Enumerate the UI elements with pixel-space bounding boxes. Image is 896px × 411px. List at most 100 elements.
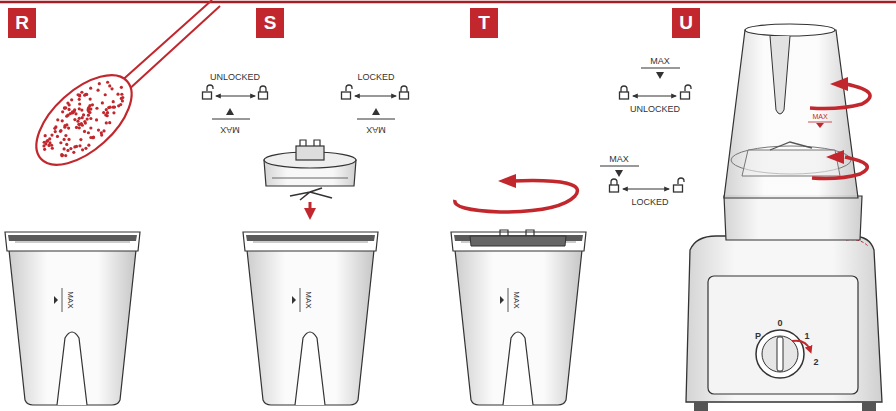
coffee-ground [76, 120, 79, 123]
coffee-ground [81, 148, 84, 151]
coffee-ground [72, 151, 75, 154]
coffee-ground [80, 122, 83, 125]
coffee-ground [54, 130, 57, 133]
coffee-ground [89, 126, 92, 129]
coffee-ground [61, 119, 64, 122]
lock-indicator [600, 166, 639, 167]
marking-text: MAX [812, 113, 827, 120]
coffee-ground [120, 93, 123, 96]
lock-indicator [357, 119, 395, 120]
coffee-ground [81, 116, 84, 119]
coffee-ground [92, 136, 95, 139]
coffee-ground [87, 131, 90, 134]
blender-jar [724, 196, 862, 240]
blender-jar [770, 36, 790, 114]
coffee-ground [59, 130, 62, 133]
lock-indicator [216, 95, 255, 96]
lock-indicator [656, 72, 664, 79]
coffee-ground [83, 120, 86, 123]
coffee-ground [98, 82, 101, 85]
coffee-ground [88, 111, 91, 114]
coffee-grounds [42, 81, 124, 158]
coffee-ground [67, 138, 70, 141]
blender-jar [724, 30, 858, 198]
step-badge: U [672, 8, 700, 38]
blender-jar [826, 150, 844, 164]
coffee-ground [75, 126, 78, 129]
blender-jar [770, 142, 812, 150]
lock-indicator [400, 86, 409, 99]
lock-indicator [681, 85, 692, 99]
blender-base [792, 341, 810, 350]
arrow-head [498, 174, 516, 188]
coffee-ground [68, 103, 71, 106]
coffee-ground [91, 136, 94, 139]
step-letter: U [679, 12, 693, 34]
grinder-jar [451, 232, 586, 405]
lock-indicator [355, 95, 396, 96]
blender-jar [724, 24, 870, 240]
lock-indicator [623, 188, 669, 189]
spoon [21, 59, 147, 181]
coffee-ground [78, 98, 81, 101]
coffee-ground [86, 117, 89, 120]
coffee-ground [88, 104, 91, 107]
lock-indicator [600, 166, 684, 192]
lock-indicator [372, 108, 380, 115]
coffee-ground [101, 101, 104, 104]
blade-unit [272, 178, 348, 179]
blender-base [694, 402, 708, 411]
marking-text: MAX [304, 291, 312, 308]
coffee-ground [95, 107, 98, 110]
lock-indicator [674, 178, 685, 192]
coffee-ground [89, 117, 92, 120]
coffee-ground [80, 91, 83, 94]
marking-text: MAX [220, 125, 240, 134]
coffee-ground [71, 111, 74, 114]
coffee-ground [69, 147, 72, 150]
marking-text: UNLOCKED [630, 105, 680, 114]
lock-indicator [633, 95, 676, 96]
dial-setting: 1 [804, 332, 809, 341]
coffee-ground [83, 130, 86, 133]
coffee-ground [70, 98, 73, 101]
coffee-ground [64, 154, 67, 157]
blade-unit [300, 140, 320, 146]
coffee-ground [53, 127, 56, 130]
blender-jar [830, 77, 848, 91]
coffee-ground [82, 113, 85, 116]
coffee-ground [43, 148, 46, 151]
coffee-ground [119, 103, 122, 106]
coffee-ground [67, 108, 70, 111]
coffee-ground [73, 145, 76, 148]
coffee-ground [112, 111, 115, 114]
coffee-ground [89, 107, 92, 110]
blade-unit-fitted [500, 230, 534, 236]
coffee-ground [74, 112, 77, 115]
step-letter: S [264, 12, 277, 34]
coffee-ground [64, 134, 67, 137]
blender-base [777, 337, 783, 371]
blender-base [686, 236, 882, 402]
coffee-ground [44, 134, 47, 137]
marking-text: LOCKED [631, 198, 668, 207]
marking-text: MAX [366, 125, 386, 134]
coffee-ground [112, 100, 115, 103]
coffee-ground [60, 153, 63, 156]
blade-unit [290, 188, 332, 200]
coffee-ground [45, 140, 48, 143]
coffee-ground [102, 129, 105, 132]
coffee-ground [76, 93, 79, 96]
lock-indicator [342, 85, 409, 119]
lock-indicator [342, 85, 353, 99]
step-badge: T [470, 8, 498, 38]
step-letter: T [478, 12, 490, 34]
coffee-ground [97, 128, 100, 131]
coffee-ground [84, 147, 87, 150]
coffee-ground [78, 102, 81, 105]
coffee-ground [112, 106, 115, 109]
coffee-ground [78, 117, 81, 120]
marking-text: MAX [650, 57, 670, 66]
coffee-ground [66, 114, 69, 117]
blender-jar [816, 123, 824, 128]
